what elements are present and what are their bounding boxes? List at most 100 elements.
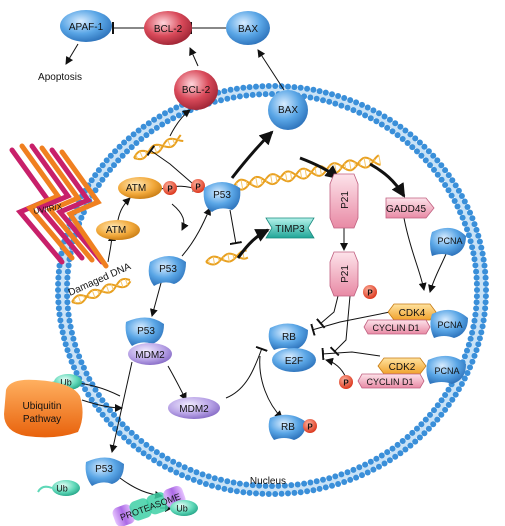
membrane-lipid (262, 91, 269, 98)
svg-text:PCNA: PCNA (434, 366, 459, 376)
svg-text:Ub: Ub (60, 378, 72, 388)
membrane-lipid (370, 466, 377, 473)
membrane-lipid (478, 329, 485, 336)
membrane-lipid (119, 421, 126, 428)
membrane-lipid (442, 392, 449, 398)
membrane-lipid (376, 110, 382, 117)
svg-text:CYCLIN D1: CYCLIN D1 (372, 323, 419, 333)
membrane-lipid (422, 416, 429, 423)
membrane-lipid (455, 187, 462, 194)
membrane-lipid (107, 421, 114, 428)
membrane-lipid (378, 121, 385, 128)
membrane-lipid (199, 471, 206, 478)
membrane-lipid (350, 466, 357, 473)
membrane-lipid (124, 425, 130, 432)
membrane-lipid (310, 487, 317, 494)
p53-protein-bottom: P53 (85, 457, 124, 486)
pcna-to-cdk4 (428, 253, 447, 293)
membrane-lipid (148, 128, 155, 135)
membrane-lipid (329, 482, 335, 489)
svg-text:P: P (343, 379, 349, 388)
membrane-lipid (467, 209, 473, 216)
membrane-lipid (72, 341, 79, 348)
membrane-lipid (196, 479, 203, 485)
membrane-lipid (272, 83, 279, 89)
membrane-lipid (389, 128, 396, 135)
membrane-lipid (272, 491, 279, 497)
membrane-lipid (62, 341, 69, 348)
membrane-lipid (55, 287, 61, 293)
membrane-lipid (344, 104, 351, 111)
membrane-lipid (421, 430, 428, 437)
membrane-lipid (159, 121, 166, 128)
membrane-lipid (344, 469, 351, 476)
membrane-lipid (153, 449, 160, 456)
svg-text:Ub: Ub (176, 504, 188, 514)
membrane-lipid (473, 268, 480, 275)
membrane-lipid (148, 445, 155, 452)
membrane-lipid (350, 107, 357, 114)
membrane-lipid (469, 358, 476, 365)
membrane-lipid (58, 323, 65, 330)
membrane-lipid (115, 157, 122, 164)
membrane-lipid (464, 226, 470, 233)
atm-phosphorylated: ATM P (118, 177, 177, 199)
membrane-lipid (140, 123, 147, 130)
membrane-lipid (482, 305, 489, 312)
p53-phosphorylated: P P53 (191, 179, 241, 212)
membrane-lipid (80, 364, 87, 371)
membrane-lipid (341, 95, 348, 101)
membrane-lipid (151, 116, 158, 123)
membrane-lipid (478, 244, 485, 251)
membrane-lipid (404, 434, 411, 440)
membrane-lipid (125, 438, 132, 445)
membrane-lipid (407, 442, 414, 449)
bax-translocation (257, 49, 285, 91)
phospho-marker-cdk2: P (339, 375, 353, 389)
membrane-lipid (473, 293, 480, 300)
membrane-lipid (364, 469, 371, 476)
svg-text:Ub: Ub (56, 484, 68, 494)
membrane-lipid (88, 177, 95, 184)
membrane-lipid (384, 449, 391, 456)
membrane-lipid (476, 335, 483, 342)
membrane-lipid (471, 256, 478, 263)
membrane-lipid (359, 472, 365, 479)
svg-text:P: P (307, 423, 313, 432)
membrane-lipid (130, 131, 137, 138)
membrane-lipid (476, 238, 483, 245)
membrane-lipid (425, 148, 432, 155)
apaf1-to-apoptosis (65, 43, 79, 65)
membrane-lipid (95, 167, 102, 174)
membrane-lipid (362, 112, 369, 119)
membrane-lipid (256, 482, 263, 489)
svg-text:ATM: ATM (126, 183, 146, 194)
membrane-lipid (236, 93, 243, 100)
membrane-lipid (297, 84, 304, 91)
membrane-lipid (452, 391, 459, 398)
membrane-lipid (64, 347, 71, 354)
membrane-lipid (209, 482, 215, 489)
membrane-lipid (64, 274, 71, 281)
membrane-lipid (88, 396, 95, 403)
membrane-lipid (116, 430, 123, 437)
membrane-lipid (151, 457, 158, 464)
p53-inhibits-bcl2-gene (146, 145, 201, 191)
membrane-lipid (471, 352, 478, 359)
membrane-lipid (434, 157, 441, 164)
svg-text:P53: P53 (213, 190, 231, 201)
membrane-lipid (434, 416, 441, 423)
membrane-lipid (438, 162, 445, 169)
svg-text:RB: RB (282, 332, 296, 343)
membrane-lipid (480, 317, 487, 324)
bcl2-protein-membrane: BCL-2 (174, 70, 218, 110)
membrane-lipid (431, 407, 437, 414)
svg-text:MDM2: MDM2 (135, 350, 165, 361)
membrane-lipid (407, 131, 414, 138)
membrane-lipid (402, 127, 409, 134)
membrane-lipid (470, 250, 477, 257)
membrane-lipid (404, 140, 411, 146)
membrane-lipid (465, 232, 472, 239)
membrane-lipid (472, 262, 479, 269)
membrane-lipid (167, 466, 174, 473)
